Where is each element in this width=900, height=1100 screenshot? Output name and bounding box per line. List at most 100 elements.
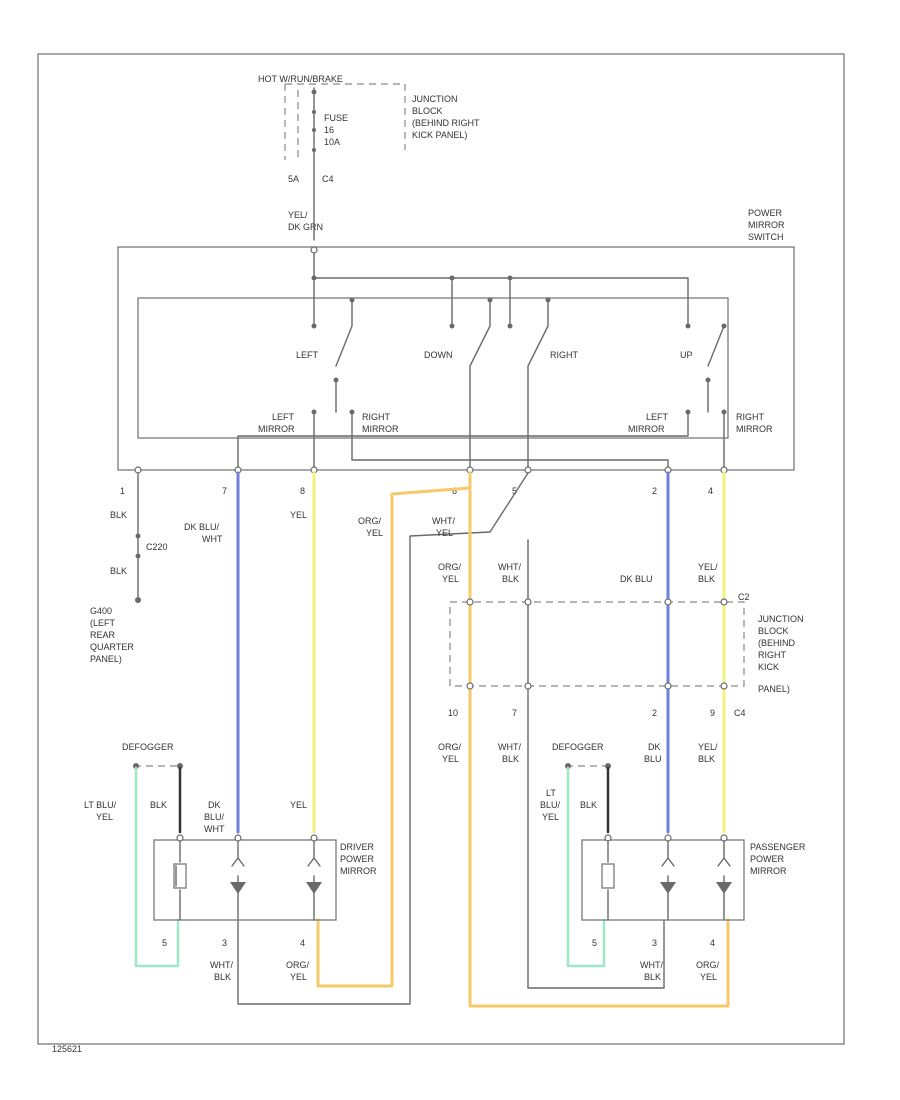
label-org-yel-1: ORG/ [358,516,382,526]
up-contact-bottom [705,377,711,383]
j2-pin-7: 7 [512,708,517,718]
label-wht-yel-1: WHT/ [432,516,455,526]
diagram-border [37,53,845,1045]
driver-title-1: DRIVER [340,842,375,852]
driver-b-wht-2: BLK [214,972,231,982]
driver-title-2: POWER [340,854,375,864]
switch-pin-6: 6 [452,486,457,496]
driver-b-wht-1: WHT/ [210,960,233,970]
junction2-dashed-box [449,601,745,687]
switch-label-down: DOWN [424,350,453,360]
switch-outer-box [117,246,795,471]
driver-conn-yel [310,834,318,842]
pass-pin-3: 3 [652,938,657,948]
pass-ltblu-3: YEL [542,812,559,822]
junction1-label-3: (BEHIND RIGHT [412,118,480,128]
j2-pin-10: 10 [448,708,458,718]
power-feed: HOT W/RUN/BRAKE FUSE 16 10A JUNCTION BLO… [258,74,480,241]
ground-loc-5: PANEL) [90,654,122,664]
right-mirror-1a: RIGHT [362,412,391,422]
driver-title-3: MIRROR [340,866,377,876]
switch-pin-7: 7 [222,486,227,496]
fuse-pin-left: 5A [288,174,299,184]
driver-defogger: DEFOGGER [122,742,174,752]
switch-pin-2: 2 [652,486,657,496]
diagram-code: 125621 [52,1044,82,1054]
power-mirror-switch: POWER MIRROR SWITCH LEFT DOWN RIGHT UP [117,208,795,496]
pass-title-1: PASSENGER [750,842,806,852]
ground-loc-2: (LEFT [90,618,116,628]
switch-internal-bus [313,252,689,327]
bus-dot-6 [507,323,513,329]
label-wht-yel-2: YEL [436,528,453,538]
power-label: HOT W/RUN/BRAKE [258,74,343,84]
pass-heater-element [601,863,615,889]
junction-block-2: ORG/ YEL WHT/ BLK DK BLU YEL/ BLK C2 JUN… [438,562,804,764]
pass-ltblu-2: BLU/ [540,800,561,810]
j2-b2b: BLK [502,754,519,764]
pass-b-wht-1: WHT/ [640,960,663,970]
left-mirror-1b: MIRROR [258,424,295,434]
j2-b2a: WHT/ [498,742,521,752]
left-mirror-2a: LEFT [646,412,669,422]
driver-pin-5: 5 [162,938,167,948]
right-mirror-2b: MIRROR [736,424,773,434]
switch-pin-conn-1 [134,466,142,474]
switch-up-blade [707,325,725,413]
bus-dot-4 [311,323,317,329]
switch-inner-box [137,297,729,439]
driver-power-mirror: DEFOGGER LT BLU/ YEL BLK DK BLU/ WHT YEL… [84,742,377,982]
label-dkblu-wht-2: WHT [202,534,223,544]
driver-b-org-1: ORG/ [286,960,310,970]
pass-defogger: DEFOGGER [552,742,604,752]
switch-label-right: RIGHT [550,350,579,360]
switch-pin-8: 8 [300,486,305,496]
switch-label-up: UP [680,350,693,360]
j2-conn-b: C4 [734,708,746,718]
pass-defogger-dot-l [565,763,571,769]
j2-bot-conn-3 [664,682,672,690]
pass-ltblu-1: LT [546,788,556,798]
ground-wire-2: BLK [110,566,127,576]
junction1-label-1: JUNCTION [412,94,458,104]
wire-wht-blk-passenger [527,539,665,989]
driver-ltblu-wire [134,766,180,968]
label-dkblu-wht-1: DK BLU/ [184,522,220,532]
j2-b3a: DK [648,742,661,752]
driver-conn-defog [176,834,184,842]
switch-down-blade [469,299,491,471]
fuse-label-2: 16 [324,125,334,135]
switch-right-blade [527,299,549,471]
switch-label-left: LEFT [296,350,319,360]
pass-b-org-1: ORG/ [696,960,720,970]
driver-motor-1 [230,882,246,894]
fuse-terminal-3 [312,148,316,152]
ground-loc-4: QUARTER [90,642,134,652]
ground-conn: C220 [146,542,168,552]
pass-blk: BLK [580,800,597,810]
driver-ltblu-2: YEL [96,812,113,822]
switch-pin-4: 4 [708,486,713,496]
driver-defogger-dot-l [133,763,139,769]
fuse-terminal-2 [312,128,316,132]
j2-b1a: ORG/ [438,742,462,752]
driver-ltblu-1: LT BLU/ [84,800,117,810]
driver-conn-dkblu [234,834,242,842]
j2-b4b: BLK [698,754,715,764]
pass-conn-yel [720,834,728,842]
bus-dot-3 [507,275,513,281]
j2-bot-conn-4 [720,682,728,690]
wire-wht-yel [237,472,529,1005]
driver-blk: BLK [150,800,167,810]
j2-top-conn-1 [466,598,474,606]
driver-pin-4: 4 [300,938,305,948]
ground-loc-3: REAR [90,630,116,640]
wire-org-passenger [468,471,730,1008]
driver-internal [175,840,321,921]
j2-top-conn-4 [720,598,728,606]
j2-w1b: YEL [442,574,459,584]
driver-motor-2 [306,882,322,894]
pass-pin-4: 4 [710,938,715,948]
pass-title-2: POWER [750,854,785,864]
j2-b1b: YEL [442,754,459,764]
